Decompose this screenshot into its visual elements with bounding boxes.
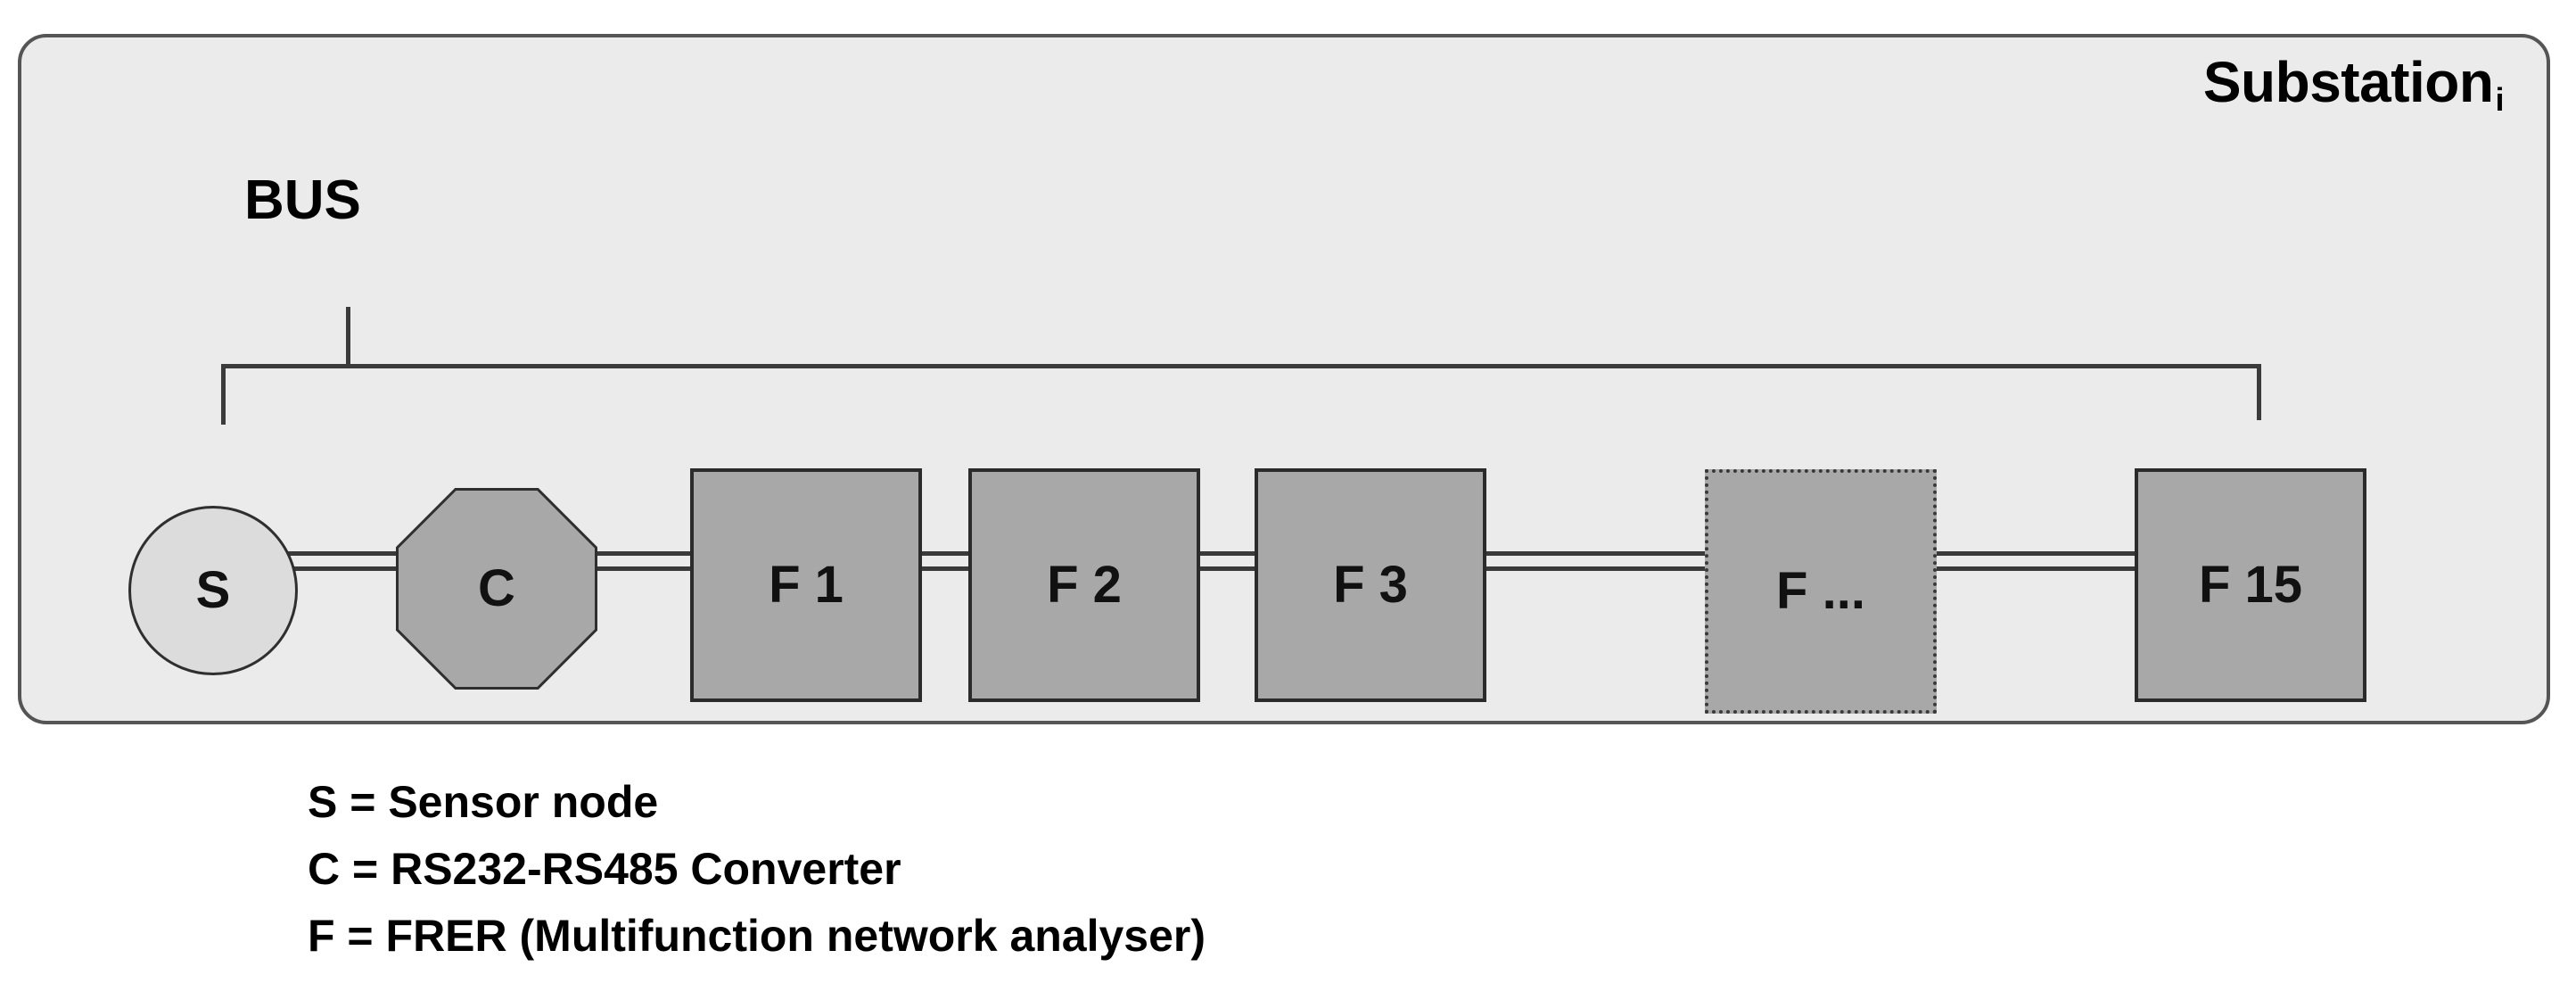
node-frer-15[interactable]: F 15 bbox=[2135, 468, 2366, 702]
bus-bracket-tick bbox=[346, 307, 350, 366]
bus-bracket-leg-right bbox=[2257, 364, 2261, 420]
link-frerellipsis-frer15 bbox=[1934, 551, 2170, 571]
link-converter-frer1 bbox=[580, 551, 722, 571]
node-frer-2[interactable]: F 2 bbox=[968, 468, 1200, 702]
link-frer2-frer3 bbox=[1198, 551, 1288, 571]
node-converter-label: C bbox=[478, 559, 515, 617]
node-frer-3[interactable]: F 3 bbox=[1255, 468, 1486, 702]
link-frer3-frerellipsis bbox=[1484, 551, 1741, 571]
substation-container: Substationi BUS S C F 1 F 2 F 3 bbox=[18, 34, 2550, 724]
legend-item-frer: F = FRER (Multifunction network analyser… bbox=[308, 911, 1206, 961]
legend-item-sensor: S = Sensor node bbox=[308, 777, 659, 827]
legend: S = Sensor node C = RS232-RS485 Converte… bbox=[308, 769, 1206, 970]
node-frer-1[interactable]: F 1 bbox=[690, 468, 922, 702]
substation-title: Substationi bbox=[2203, 54, 2505, 116]
bus-bracket-leg-left bbox=[221, 364, 226, 425]
node-frer-3-label: F 3 bbox=[1333, 556, 1408, 614]
substation-title-text: Substation bbox=[2202, 50, 2494, 114]
bus-bracket-horizontal bbox=[221, 364, 2261, 368]
link-sensor-converter bbox=[278, 551, 412, 571]
node-frer-2-label: F 2 bbox=[1047, 556, 1122, 614]
substation-title-subscript: i bbox=[2495, 81, 2504, 118]
node-sensor[interactable]: S bbox=[128, 506, 298, 675]
node-frer-ellipsis-label: F ... bbox=[1776, 562, 1865, 620]
node-frer-1-label: F 1 bbox=[769, 556, 844, 614]
node-sensor-label: S bbox=[195, 561, 231, 619]
node-frer-15-label: F 15 bbox=[2198, 556, 2303, 614]
legend-item-converter: C = RS232-RS485 Converter bbox=[308, 844, 901, 894]
node-converter[interactable]: C bbox=[399, 491, 595, 687]
node-frer-ellipsis[interactable]: F ... bbox=[1705, 469, 1937, 714]
bus-label: BUS bbox=[244, 169, 361, 231]
link-frer1-frer2 bbox=[922, 551, 1004, 571]
